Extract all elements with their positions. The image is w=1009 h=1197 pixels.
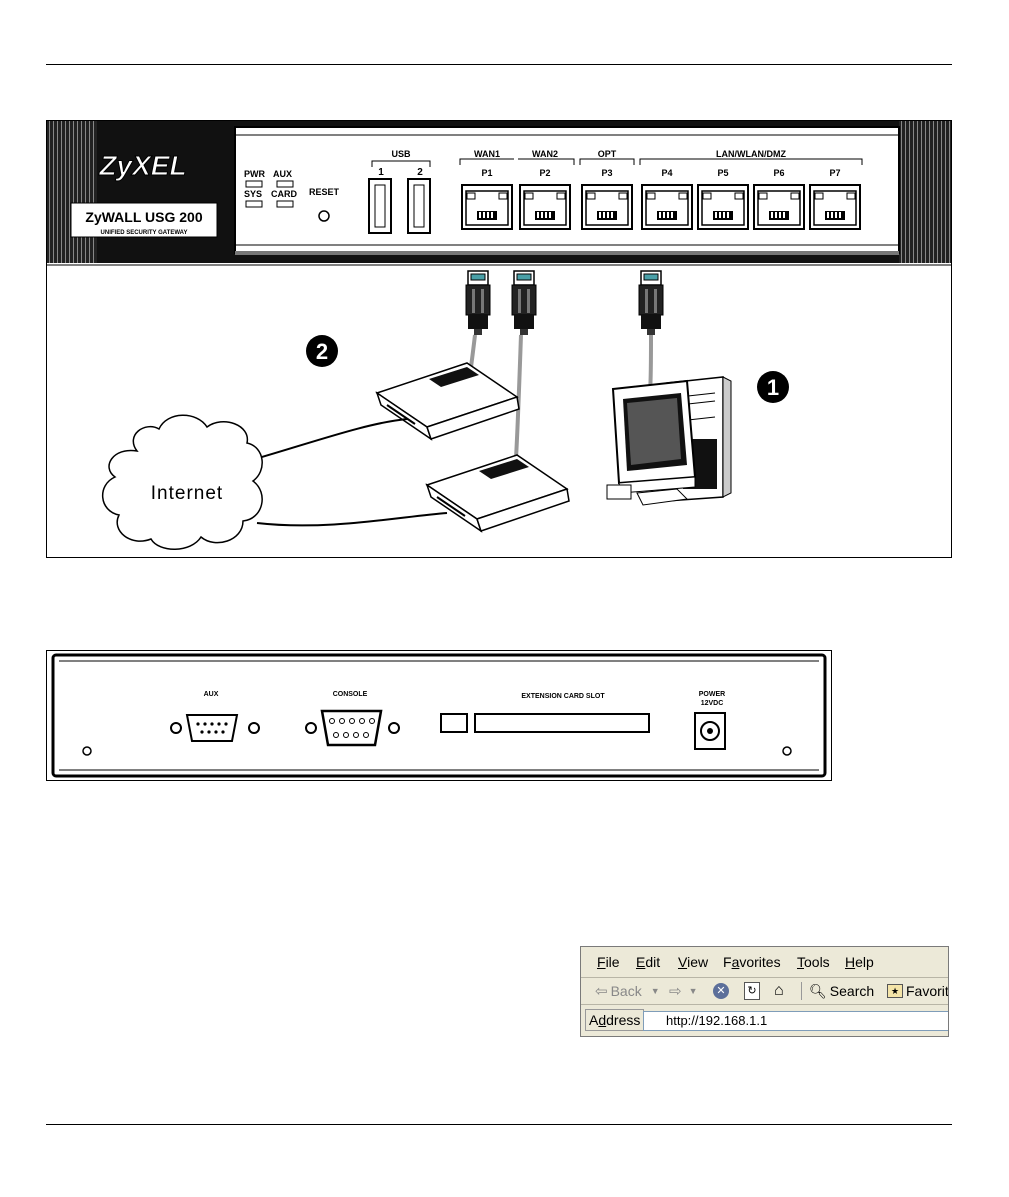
screw-right — [783, 747, 791, 755]
usb-label: USB — [391, 149, 411, 159]
left-ribs — [47, 121, 97, 263]
port-label: P7 — [829, 168, 840, 178]
led-aux — [277, 181, 293, 187]
port-label: P5 — [717, 168, 728, 178]
port-label: P6 — [773, 168, 784, 178]
callout-2-label: 2 — [316, 339, 328, 364]
computer — [607, 377, 731, 505]
screw-left — [83, 747, 91, 755]
ethernet-plug-1 — [466, 271, 490, 335]
usb-2-label: 2 — [417, 167, 423, 178]
port-p4[interactable] — [642, 185, 692, 229]
extension-card-slot[interactable] — [475, 714, 649, 732]
browser-window: File Edit View Favorites Tools Help ⇦ Ba… — [580, 946, 949, 1037]
aux-port-label: AUX — [204, 691, 219, 698]
top-rule — [46, 64, 952, 65]
power-voltage-label: 12VDC — [701, 700, 724, 707]
callout-1-label: 1 — [767, 375, 779, 400]
menu-view[interactable]: View — [678, 954, 708, 970]
home-button[interactable]: ⌂ — [774, 981, 784, 1001]
opt-label: OPT — [598, 149, 617, 159]
port-p6[interactable] — [754, 185, 804, 229]
front-panel-diagram: ZyXEL ZyWALL USG 200 UNIFIED SECURITY GA… — [46, 120, 952, 558]
stop-icon: ✕ — [713, 983, 729, 999]
led-pwr-label: PWR — [244, 169, 265, 179]
address-input[interactable]: http://192.168.1.1 — [643, 1011, 949, 1031]
port-label: P1 — [481, 168, 492, 178]
favorites-icon: ★ — [887, 984, 903, 998]
lan-label: LAN/WLAN/DMZ — [716, 149, 786, 159]
modem-2 — [427, 455, 569, 531]
port-p7[interactable] — [810, 185, 860, 229]
internet-label: Internet — [151, 483, 223, 504]
port-p1[interactable] — [462, 185, 512, 229]
menu-tools[interactable]: Tools — [797, 954, 830, 970]
menu-bar: File Edit View Favorites Tools Help — [581, 947, 948, 978]
wire-internet-1 — [255, 419, 407, 459]
model-name: ZyWALL USG 200 — [85, 209, 202, 225]
chevron-down-icon: ▼ — [689, 986, 698, 996]
bottom-rule — [46, 1124, 952, 1125]
reset-label: RESET — [309, 187, 340, 197]
back-arrow-icon: ⇦ — [595, 982, 608, 1000]
stop-button[interactable]: ✕ — [713, 981, 729, 1001]
power-label: POWER — [699, 691, 725, 698]
led-card-label: CARD — [271, 189, 297, 199]
led-pwr — [246, 181, 262, 187]
modem-1 — [377, 363, 519, 439]
toolbar: ⇦ Back ▼ ⇨ ▼ ✕ ↻ ⌂ 🔍︎ Search ★ Favorit — [581, 978, 948, 1005]
home-icon: ⌂ — [774, 982, 784, 1000]
menu-help[interactable]: Help — [845, 954, 874, 970]
port-p5[interactable] — [698, 185, 748, 229]
favorites-button[interactable]: ★ Favorit — [887, 981, 949, 1001]
reset-button[interactable] — [319, 211, 329, 221]
usb-1-label: 1 — [378, 167, 384, 178]
front-panel-svg: ZyXEL ZyWALL USG 200 UNIFIED SECURITY GA… — [47, 121, 951, 557]
search-icon: 🔍︎ — [809, 983, 827, 1000]
forward-button[interactable]: ⇨ ▼ — [669, 981, 698, 1001]
right-ribs — [899, 121, 951, 263]
forward-arrow-icon: ⇨ — [669, 982, 682, 1000]
port-p3[interactable] — [582, 185, 632, 229]
extension-slot-label: EXTENSION CARD SLOT — [521, 693, 605, 700]
led-sys-label: SYS — [244, 189, 262, 199]
menu-edit[interactable]: Edit — [636, 954, 660, 970]
wire-internet-2 — [257, 513, 447, 525]
brand-logo: ZyXEL — [98, 150, 186, 181]
refresh-icon: ↻ — [744, 982, 760, 1000]
ethernet-plug-3 — [639, 271, 663, 335]
refresh-button[interactable]: ↻ — [744, 981, 760, 1001]
address-label: Address — [585, 1009, 644, 1031]
rear-panel-diagram: AUX CONSOLE EXTENSION CARD SLOT POWER 12… — [46, 650, 832, 781]
toolbar-separator — [801, 982, 802, 1000]
menu-favorites[interactable]: Favorites — [723, 954, 781, 970]
ethernet-plug-2 — [512, 271, 536, 335]
led-sys — [246, 201, 262, 207]
led-aux-label: AUX — [273, 169, 292, 179]
port-label: P2 — [539, 168, 550, 178]
wan2-label: WAN2 — [532, 149, 558, 159]
cable-3 — [650, 335, 651, 391]
address-bar: Address http://192.168.1.1 — [581, 1005, 948, 1037]
power-jack[interactable] — [695, 713, 725, 749]
console-port-label: CONSOLE — [333, 691, 368, 698]
back-button[interactable]: ⇦ Back ▼ — [595, 981, 660, 1001]
rear-panel-svg: AUX CONSOLE EXTENSION CARD SLOT POWER 12… — [47, 651, 831, 780]
chevron-down-icon: ▼ — [651, 986, 660, 996]
slot-indicator — [441, 714, 467, 732]
port-label: P4 — [661, 168, 672, 178]
menu-file[interactable]: File — [597, 954, 620, 970]
search-button[interactable]: 🔍︎ Search — [809, 981, 874, 1001]
led-card — [277, 201, 293, 207]
port-label: P3 — [601, 168, 612, 178]
port-p2[interactable] — [520, 185, 570, 229]
wan1-label: WAN1 — [474, 149, 500, 159]
model-subtitle: UNIFIED SECURITY GATEWAY — [101, 230, 188, 236]
